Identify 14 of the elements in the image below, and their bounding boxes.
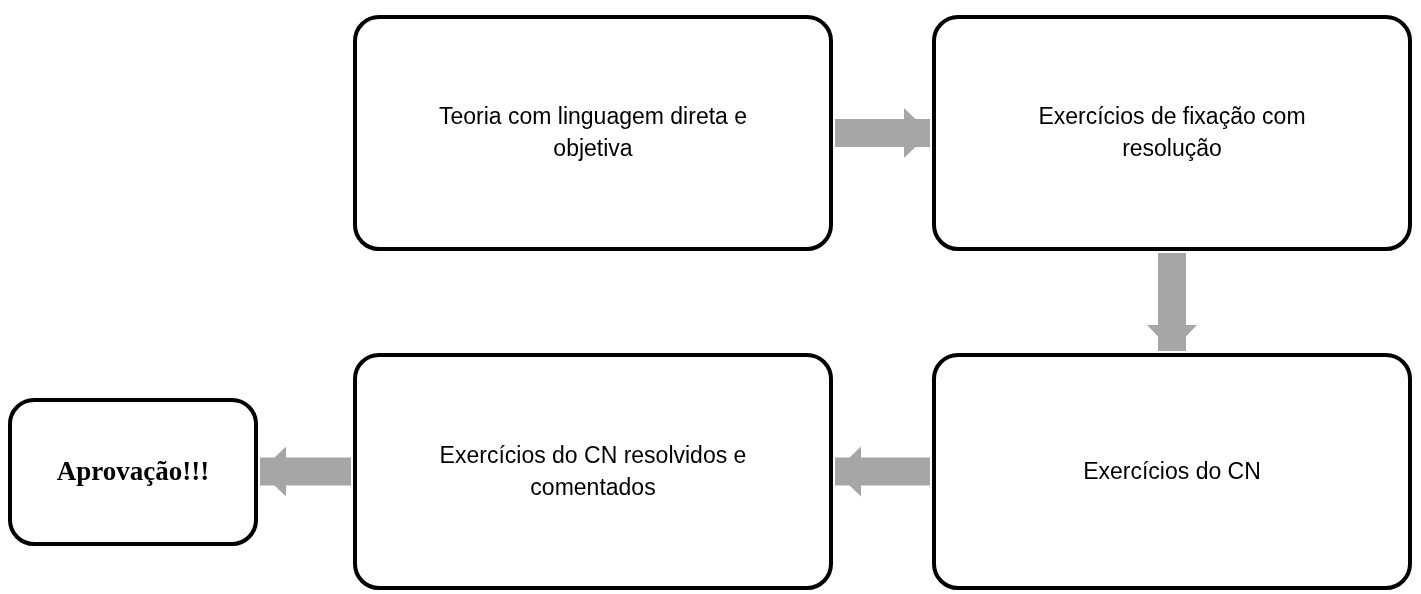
step-box bbox=[353, 15, 833, 251]
step-box bbox=[932, 353, 1412, 590]
step-box bbox=[932, 15, 1412, 251]
step-text: Exercícios do CN resolvidos e comentados bbox=[438, 440, 748, 502]
block-arrow bbox=[1147, 253, 1197, 351]
step-text: Exercícios do CN bbox=[1083, 456, 1261, 486]
block-arrow bbox=[260, 446, 351, 497]
step-text: Exercícios de fixação com resolução bbox=[1037, 102, 1307, 163]
result-text: Aprovação!!! bbox=[56, 455, 210, 489]
step-text: Teoria com linguagem direta e objetiva bbox=[437, 102, 749, 163]
block-arrow bbox=[835, 446, 930, 497]
step-box bbox=[353, 353, 833, 590]
result-box bbox=[8, 398, 258, 546]
block-arrow bbox=[835, 108, 930, 158]
